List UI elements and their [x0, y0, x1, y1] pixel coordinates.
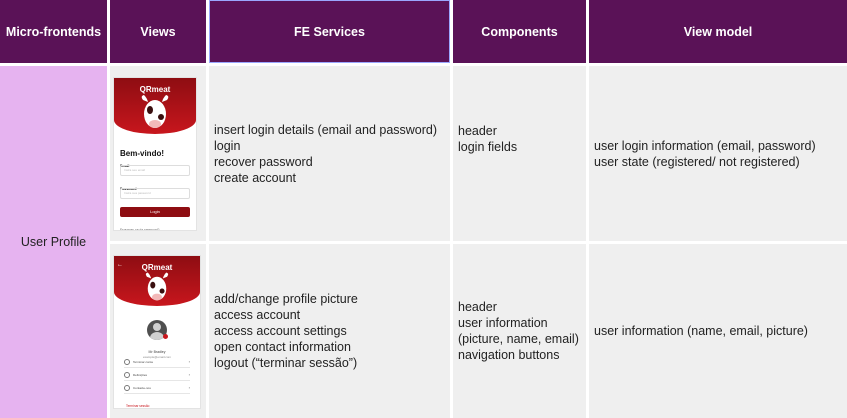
header-components: Components — [453, 0, 586, 63]
component-item: header — [458, 300, 497, 314]
view-model-item: user information (name, email, picture) — [594, 324, 808, 338]
menu-item-label: Definições — [133, 373, 148, 377]
profile-user-name: Mr Bradley — [148, 350, 166, 354]
fe-service-item: open contact information — [214, 340, 351, 354]
password-label: Password — [120, 187, 137, 191]
fe-service-item: recover password — [214, 154, 313, 169]
header-label: FE Services — [294, 24, 365, 39]
mail-icon — [124, 385, 130, 392]
email-field[interactable]: Insira seu email — [120, 165, 190, 176]
fe-service-item: add/change profile picture — [214, 292, 358, 306]
component-item: (picture, name, email) — [458, 332, 579, 346]
cow-icon — [141, 95, 169, 128]
logout-link[interactable]: Terminar sessão — [126, 404, 150, 408]
fe-services-cell-profile: add/change profile picture access accoun… — [209, 244, 450, 418]
component-item: navigation buttons — [458, 348, 560, 362]
chevron-right-icon: › — [188, 372, 190, 377]
menu-item-settings[interactable]: Definições › — [124, 370, 190, 381]
email-label: Email — [120, 164, 130, 168]
brand-logo-text: QRmeat — [139, 85, 171, 94]
fe-service-item: logout (“terminar sessão”) — [214, 356, 358, 370]
view-model-cell-login: user login information (email, password)… — [589, 66, 847, 241]
header-label: Components — [481, 24, 558, 39]
forgot-password-link[interactable]: Esqueceu-se da password? — [120, 228, 160, 230]
fe-services-cell-login: insert login details (email and password… — [209, 66, 450, 241]
micro-frontend-cell: User Profile — [0, 66, 107, 418]
password-field[interactable]: Insira sua password — [120, 188, 190, 199]
chevron-right-icon: › — [188, 359, 190, 364]
user-icon — [124, 359, 130, 366]
cow-icon — [145, 272, 169, 301]
menu-item-label: Terminar conta — [133, 360, 153, 364]
brand-logo-text: QRmeat — [141, 263, 173, 272]
view-cell-profile: ← QRmeat Mr Bradley example@email.com Te… — [110, 244, 206, 418]
header-micro-frontends: Micro-frontends — [0, 0, 107, 63]
menu-item-account[interactable]: Terminar conta › — [124, 357, 190, 368]
menu-item-contact[interactable]: Contacte-nos › — [124, 383, 190, 394]
component-item: login fields — [458, 140, 518, 154]
back-arrow-icon[interactable]: ← — [117, 262, 123, 268]
header-views: Views — [110, 0, 206, 63]
view-cell-login: QRmeat Bem-vindo! Email Insira seu email… — [110, 66, 206, 241]
header-fe-services[interactable]: FE Services — [209, 0, 450, 63]
view-model-cell-profile: user information (name, email, picture) — [589, 244, 847, 418]
header-label: Views — [140, 24, 176, 39]
fe-service-item: access account settings — [214, 324, 347, 338]
components-cell-profile: header user information (picture, name, … — [453, 244, 586, 418]
menu-item-label: Contacte-nos — [133, 386, 151, 390]
view-model-item: user state (registered/ not registered) — [594, 154, 800, 169]
micro-frontend-label: User Profile — [20, 235, 87, 249]
fe-service-item: login — [214, 138, 241, 153]
component-item: header — [458, 124, 497, 138]
components-cell-login: header login fields — [453, 66, 586, 241]
header-view-model: View model — [589, 0, 847, 63]
chevron-right-icon: › — [188, 385, 190, 390]
header-label: View model — [683, 24, 753, 39]
login-button[interactable]: Login — [120, 207, 190, 217]
profile-screen-mockup: ← QRmeat Mr Bradley example@email.com Te… — [114, 256, 200, 408]
profile-avatar[interactable] — [147, 320, 167, 340]
fe-service-item: insert login details (email and password… — [214, 122, 438, 137]
gear-icon — [124, 372, 130, 379]
welcome-title: Bem-vindo! — [120, 149, 164, 158]
login-screen-mockup: QRmeat Bem-vindo! Email Insira seu email… — [114, 78, 196, 230]
edit-picture-icon[interactable] — [163, 334, 168, 339]
component-item: user information — [458, 316, 548, 330]
header-label: Micro-frontends — [5, 24, 102, 39]
view-model-item: user login information (email, password) — [594, 138, 816, 153]
fe-service-item: access account — [214, 308, 301, 322]
profile-user-email: example@email.com — [142, 355, 172, 359]
fe-service-item: create account — [214, 170, 296, 185]
